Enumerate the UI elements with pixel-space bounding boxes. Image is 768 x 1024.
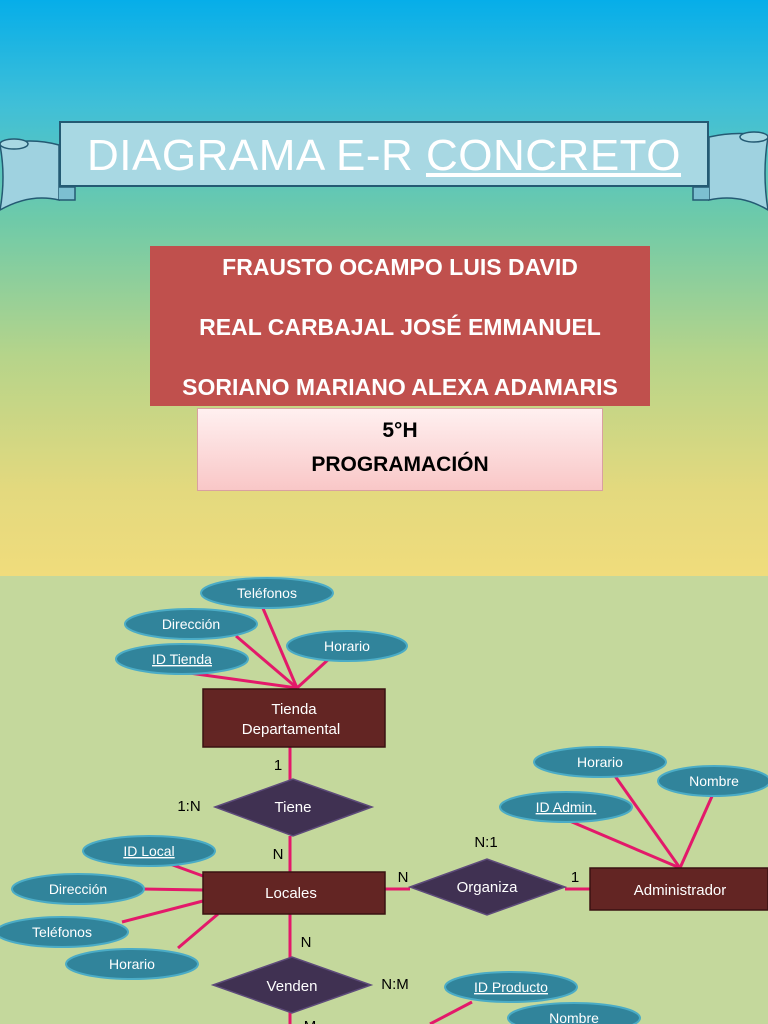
title-underlined: CONCRETO (426, 131, 681, 180)
entity-label: Tienda (271, 701, 317, 718)
entity-label: Departamental (242, 721, 340, 738)
cardinality-label: N:M (381, 976, 409, 993)
cardinality-label: 1:N (177, 798, 200, 815)
attribute-label: Horario (109, 956, 155, 972)
cardinality-label: 1 (274, 757, 282, 774)
attribute-label: Teléfonos (237, 585, 297, 601)
relationship-organiza: Organiza (407, 858, 568, 916)
attribute-admin-horario: Horario (533, 746, 667, 778)
attribute-local-direccion: Dirección (11, 873, 145, 905)
attribute-id-admin: ID Admin. (499, 791, 633, 823)
entity-label: Locales (265, 885, 317, 902)
entity-label: Administrador (634, 882, 727, 899)
attribute-id-tienda: ID Tienda (115, 643, 249, 675)
attribute-label: Nombre (549, 1010, 599, 1024)
group-label: 5°H (382, 419, 418, 442)
key-attribute-label: ID Admin. (536, 799, 597, 815)
authors-box: FRAUSTO OCAMPO LUIS DAVID REAL CARBAJAL … (150, 246, 650, 406)
key-attribute-label: ID Producto (474, 979, 548, 995)
author-2: REAL CARBAJAL JOSÉ EMMANUEL (199, 314, 601, 340)
key-attribute-label: ID Tienda (152, 651, 212, 667)
cardinality-label: 1 (571, 869, 579, 886)
attribute-admin-nombre: Nombre (657, 765, 768, 797)
title-box: DIAGRAMA E-R CONCRETO (59, 121, 709, 187)
attribute-producto-nombre: Nombre (507, 1002, 641, 1024)
subject-label: PROGRAMACIÓN (311, 453, 489, 476)
attribute-local-telefonos: Teléfonos (0, 916, 129, 948)
attribute-telefonos: Teléfonos (200, 577, 334, 609)
attribute-id-producto: ID Producto (444, 971, 578, 1003)
cardinality-label: M (304, 1018, 317, 1024)
entity-locales: Locales (202, 871, 386, 915)
key-attribute-label: ID Local (123, 843, 174, 859)
scroll-banner (0, 131, 768, 211)
title-slide: DIAGRAMA E-R CONCRETO FRAUSTO OCAMPO LUI… (0, 0, 768, 576)
attribute-horario: Horario (286, 630, 408, 662)
title-main: DIAGRAMA E-R (87, 131, 426, 180)
attribute-direccion: Dirección (124, 608, 258, 640)
cardinality-label: N (301, 934, 312, 951)
author-3: SORIANO MARIANO ALEXA ADAMARIS (182, 374, 618, 400)
attribute-label: Nombre (689, 773, 739, 789)
relationship-label: Venden (267, 978, 318, 995)
attribute-label: Dirección (49, 881, 107, 897)
cardinality-label: N:1 (474, 834, 497, 851)
attribute-label: Dirección (162, 616, 220, 632)
attribute-label: Horario (324, 638, 370, 654)
attribute-label: Horario (577, 754, 623, 770)
author-1: FRAUSTO OCAMPO LUIS DAVID (222, 254, 578, 280)
er-diagram: Teléfonos Dirección ID Tienda Horario Ti… (0, 577, 768, 1024)
cardinality-label: N (273, 846, 284, 863)
cardinality-label: N (398, 869, 409, 886)
relationship-venden: Venden (210, 956, 374, 1014)
attribute-local-horario: Horario (65, 948, 199, 980)
attribute-label: Teléfonos (32, 924, 92, 940)
relationship-label: Organiza (457, 879, 519, 896)
group-box: 5°H PROGRAMACIÓN (197, 408, 603, 491)
page-title: DIAGRAMA E-R CONCRETO (61, 131, 707, 181)
attribute-id-local: ID Local (82, 835, 216, 867)
entity-tienda-departamental: Tienda Departamental (202, 688, 386, 748)
entity-administrador: Administrador (589, 867, 768, 911)
relationship-label: Tiene (275, 799, 312, 816)
er-diagram-slide: Teléfonos Dirección ID Tienda Horario Ti… (0, 576, 768, 1024)
connectors (121, 605, 715, 1024)
relationship-tiene: Tiene (212, 778, 375, 837)
